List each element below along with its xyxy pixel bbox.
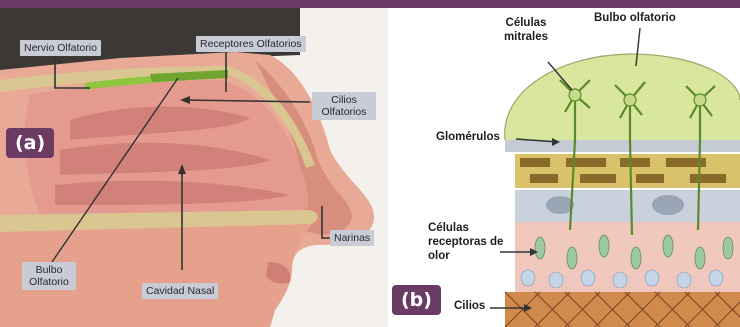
label-cavidad-nasal: Cavidad Nasal	[142, 283, 218, 299]
badge-panel-b: (b)	[392, 285, 441, 315]
badge-panel-a: (a)	[6, 128, 54, 158]
support-cell-1	[546, 196, 574, 214]
label-cilios-b: Cilios	[454, 300, 485, 314]
top-bar	[0, 0, 740, 8]
support-cell-2	[652, 195, 684, 215]
label-nervio-olfatorio: Nervio Olfatorio	[20, 40, 101, 56]
label-celulas-mitrales: Células mitrales	[500, 17, 552, 45]
label-celulas-receptoras: Células receptoras de olor	[428, 222, 504, 263]
label-glomerulos: Glomérulos	[436, 131, 500, 145]
panel-b-illustration	[388, 8, 740, 327]
label-cilios-olfatorios: Cilios Olfatorios	[312, 92, 376, 120]
label-receptores-olfatorios: Receptores Olfatorios	[196, 36, 306, 52]
epithelium	[515, 222, 740, 292]
label-bulbo-olfatorio-a: Bulbo Olfatorio	[22, 262, 76, 290]
label-narinas: Narinas	[330, 230, 374, 246]
label-bulbo-olfatorio-b: Bulbo olfatorio	[594, 12, 676, 26]
glomeruli-band	[505, 140, 740, 152]
